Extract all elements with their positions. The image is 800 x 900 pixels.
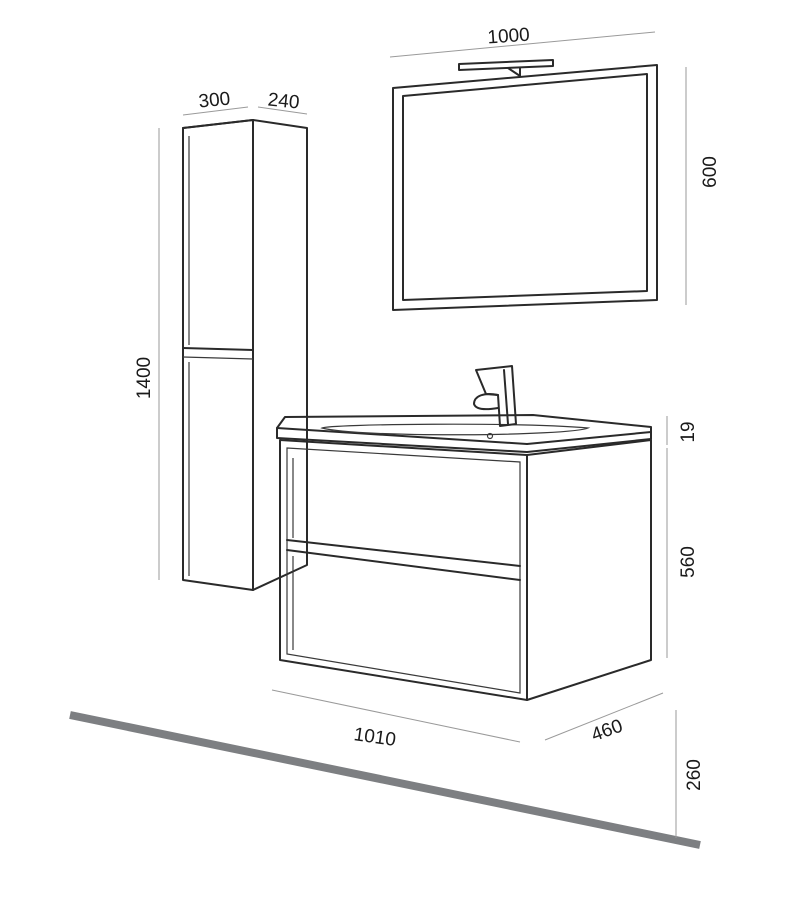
label-column-height: 1400 [134,357,155,399]
vanity-cabinet [279,439,652,701]
label-mirror-width: 1000 [487,25,531,49]
dimension-lines [158,31,687,838]
faucet-body [475,365,517,427]
mirror-outer-frame [392,64,658,311]
column-top-edge [182,119,254,129]
faucet [473,365,517,427]
column-door-split [182,347,254,351]
floor-line [69,711,701,849]
mirror-inner-frame [402,73,648,301]
cabinet-side [526,439,652,701]
drawer-split-top [286,539,521,567]
label-mount-height: 260 [684,759,705,791]
mirror-lamp-arm [507,67,521,77]
column-outline [182,119,308,591]
column-cabinet [182,119,308,591]
label-mirror-height: 600 [700,156,721,188]
dim-line-mirror-width [389,31,656,58]
column-door-split-inner [182,356,254,360]
mirror-lamp [458,59,554,71]
mirror [392,59,658,311]
basin-top-side-edge [526,431,652,445]
label-column-depth: 240 [267,89,301,113]
basin-top-front-edge [276,427,528,445]
dim-line-cabinet-width [271,689,521,743]
cabinet-front-inner-frame [286,447,521,694]
label-top-thickness: 19 [678,421,699,442]
dim-line-column-depth [257,106,308,115]
label-cabinet-height: 560 [678,546,699,578]
dim-line-cabinet-depth [544,692,664,741]
label-column-width: 300 [198,88,232,112]
cabinet-front [279,439,528,701]
dim-line-column-width [182,106,249,116]
basin-drain [486,432,494,440]
faucet-spout [473,393,499,411]
basin-bowl [320,423,589,436]
dimension-labels: 1000 600 300 240 1400 19 560 1010 460 26… [134,25,721,791]
drawer-split-bottom [286,549,521,581]
label-cabinet-width: 1010 [352,724,397,751]
faucet-edge [503,369,509,425]
basin-top [276,414,652,453]
